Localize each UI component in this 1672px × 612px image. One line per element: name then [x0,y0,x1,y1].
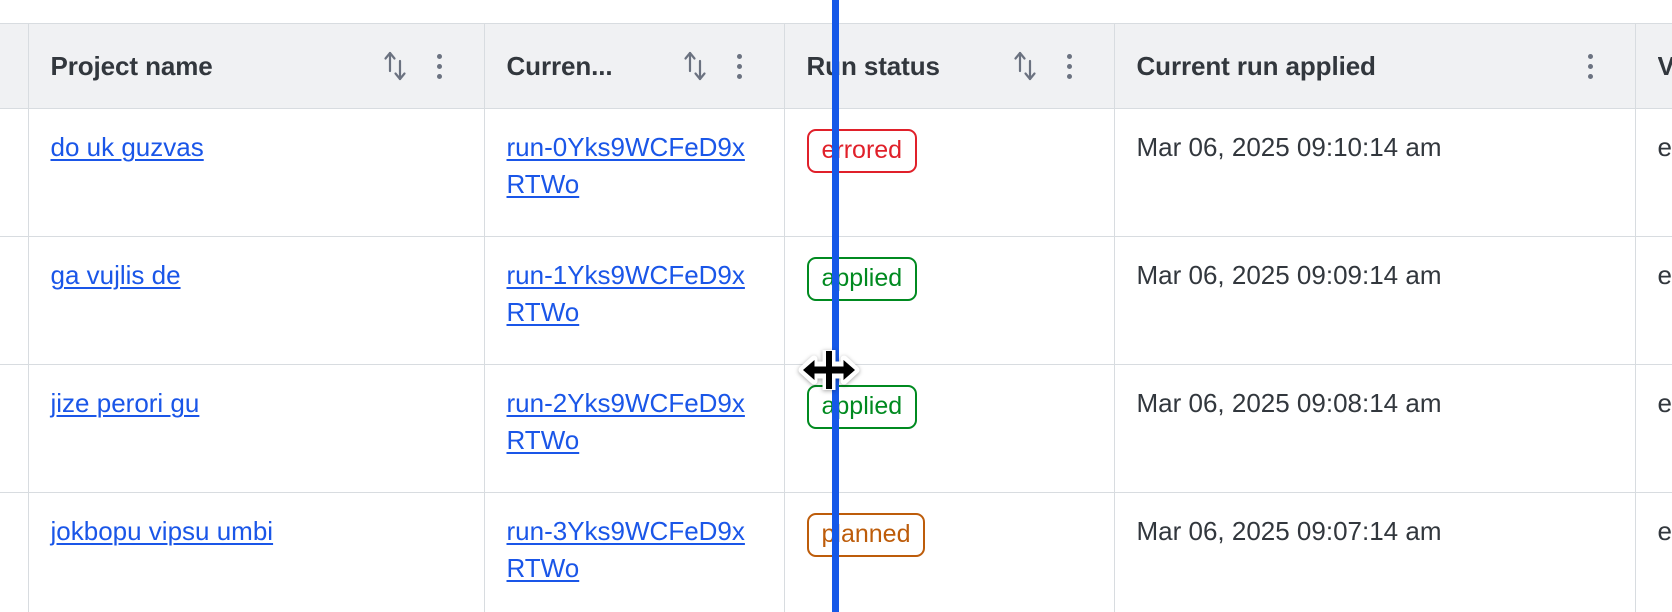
column-header-run-status-label: Run status [806,50,940,81]
row-select-cell[interactable] [0,492,29,612]
project-name-link[interactable]: do uk guzvas [50,132,204,162]
column-header-current-run-label: Curren... [506,50,613,81]
sort-icon[interactable] [1002,44,1048,88]
column-header-current-run-applied-label: Current run applied [1136,50,1376,81]
column-header-project-name[interactable]: Project name [28,23,485,109]
cell-current-run-applied: Mar 06, 2025 09:07:14 am [1114,492,1636,612]
cell-current-run: run-1Yks9WCFeD9xRTWo [484,236,785,365]
current-run-link[interactable]: run-2Yks9WCFeD9xRTWo [506,388,745,455]
table-body: do uk guzvas run-0Yks9WCFeD9xRTWo errore… [0,108,1672,612]
kebab-menu-icon[interactable] [718,44,762,88]
project-name-link[interactable]: jokbopu vipsu umbi [50,516,274,546]
cell-project-name: do uk guzvas [28,108,485,237]
table-row: jokbopu vipsu umbi run-3Yks9WCFeD9xRTWo … [0,492,1672,612]
cell-project-name: ga vujlis de [28,236,485,365]
table-header: Project name [0,23,1672,109]
table-header-row: Project name [0,23,1672,109]
current-run-applied-value: Mar 06, 2025 09:08:14 am [1136,388,1442,418]
table-row: do uk guzvas run-0Yks9WCFeD9xRTWo errore… [0,108,1672,237]
cell-current-run: run-0Yks9WCFeD9xRTWo [484,108,785,237]
kebab-menu-icon[interactable] [1569,44,1613,88]
current-run-applied-value: Mar 06, 2025 09:09:14 am [1136,260,1442,290]
cell-project-name: jize perori gu [28,364,485,493]
sort-icon[interactable] [372,44,418,88]
cell-current-run-applied: Mar 06, 2025 09:08:14 am [1114,364,1636,493]
projects-table-container: Project name [0,23,1672,612]
column-header-workspace-label: V [1658,51,1672,82]
status-badge: errored [806,129,918,173]
cell-workspace: e [1635,364,1672,493]
cell-current-run: run-3Yks9WCFeD9xRTWo [484,492,785,612]
cell-workspace: e [1635,236,1672,365]
cell-current-run: run-2Yks9WCFeD9xRTWo [484,364,785,493]
status-badge: applied [806,385,918,429]
current-run-applied-value: Mar 06, 2025 09:10:14 am [1136,132,1442,162]
workspace-value: e [1657,132,1672,162]
column-header-select [0,23,29,109]
cell-run-status: applied [784,364,1115,493]
project-name-link[interactable]: jize perori gu [50,388,200,418]
project-name-link[interactable]: ga vujlis de [50,260,181,290]
status-badge: applied [806,257,918,301]
row-select-cell[interactable] [0,364,29,493]
cell-run-status: applied [784,236,1115,365]
table-row: ga vujlis de run-1Yks9WCFeD9xRTWo applie… [0,236,1672,365]
workspace-value: e [1657,260,1672,290]
sort-icon[interactable] [672,44,718,88]
cell-current-run-applied: Mar 06, 2025 09:10:14 am [1114,108,1636,237]
column-header-current-run[interactable]: Curren... [484,23,785,109]
cell-workspace: e [1635,108,1672,237]
current-run-link[interactable]: run-0Yks9WCFeD9xRTWo [506,132,745,199]
column-header-project-name-label: Project name [50,50,213,81]
cell-run-status: planned [784,492,1115,612]
cell-project-name: jokbopu vipsu umbi [28,492,485,612]
current-run-link[interactable]: run-1Yks9WCFeD9xRTWo [506,260,745,327]
row-select-cell[interactable] [0,108,29,237]
table-row: jize perori gu run-2Yks9WCFeD9xRTWo appl… [0,364,1672,493]
column-header-run-status[interactable]: Run status [784,23,1115,109]
status-badge: planned [806,513,926,557]
current-run-link[interactable]: run-3Yks9WCFeD9xRTWo [506,516,745,583]
workspace-value: e [1657,516,1672,546]
kebab-menu-icon[interactable] [1048,44,1092,88]
workspace-value: e [1657,388,1672,418]
cell-workspace: e [1635,492,1672,612]
cell-run-status: errored [784,108,1115,237]
row-select-cell[interactable] [0,236,29,365]
cell-current-run-applied: Mar 06, 2025 09:09:14 am [1114,236,1636,365]
projects-table: Project name [0,23,1672,612]
current-run-applied-value: Mar 06, 2025 09:07:14 am [1136,516,1442,546]
column-header-current-run-applied[interactable]: Current run applied [1114,23,1636,109]
kebab-menu-icon[interactable] [418,44,462,88]
column-header-workspace[interactable]: V [1635,23,1672,109]
